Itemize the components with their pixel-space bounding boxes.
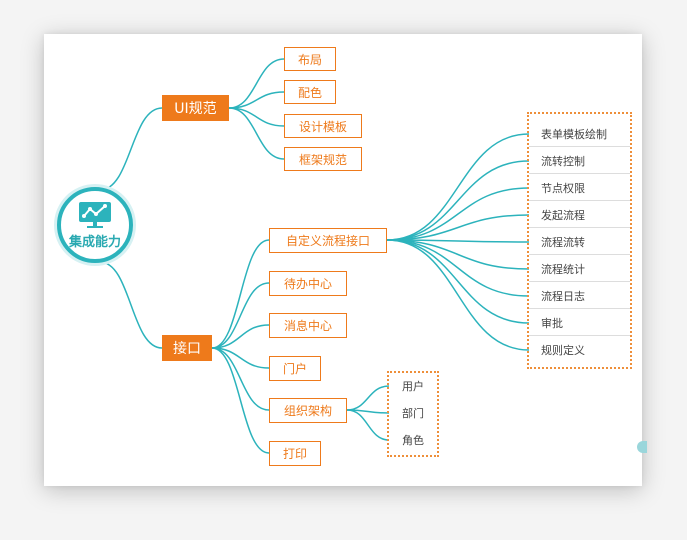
node-layout[interactable]: 布局 — [284, 47, 336, 71]
node-org-structure[interactable]: 组织架构 — [269, 398, 347, 423]
root-label: 集成能力 — [68, 234, 121, 250]
org-leaf-item[interactable]: 角色 — [402, 434, 424, 447]
branch-interface[interactable]: 接口 — [162, 335, 212, 361]
node-framework-spec[interactable]: 框架规范 — [284, 147, 362, 171]
node-custom-workflow-api[interactable]: 自定义流程接口 — [269, 228, 387, 253]
chart-monitor-icon — [79, 201, 111, 228]
workflow-leaf-item[interactable]: 流程流转 — [529, 229, 630, 255]
org-leaf-item[interactable]: 部门 — [402, 407, 424, 420]
org-leaf-group — [387, 371, 439, 457]
workflow-leaf-item[interactable]: 表单模板绘制 — [529, 121, 630, 147]
node-message-center[interactable]: 消息中心 — [269, 313, 347, 338]
workflow-leaf-item[interactable]: 节点权限 — [529, 175, 630, 201]
node-design-template[interactable]: 设计模板 — [284, 114, 362, 138]
workflow-leaf-item[interactable]: 发起流程 — [529, 202, 630, 228]
node-color-scheme[interactable]: 配色 — [284, 80, 336, 104]
node-todo-center[interactable]: 待办中心 — [269, 271, 347, 296]
collapsed-node-marker[interactable] — [637, 441, 647, 453]
org-leaf-item[interactable]: 用户 — [402, 380, 424, 393]
node-print[interactable]: 打印 — [269, 441, 321, 466]
branch-ui-spec[interactable]: UI规范 — [162, 95, 229, 121]
workflow-leaf-item[interactable]: 流程统计 — [529, 256, 630, 282]
root-node[interactable]: 集成能力 — [57, 187, 133, 263]
workflow-leaf-item[interactable]: 规则定义 — [541, 344, 585, 357]
workflow-leaf-item[interactable]: 流程日志 — [529, 283, 630, 309]
workflow-leaf-item[interactable]: 流转控制 — [529, 148, 630, 174]
workflow-leaf-group — [527, 112, 632, 369]
node-portal[interactable]: 门户 — [269, 356, 321, 381]
workflow-leaf-item[interactable]: 审批 — [529, 310, 630, 336]
